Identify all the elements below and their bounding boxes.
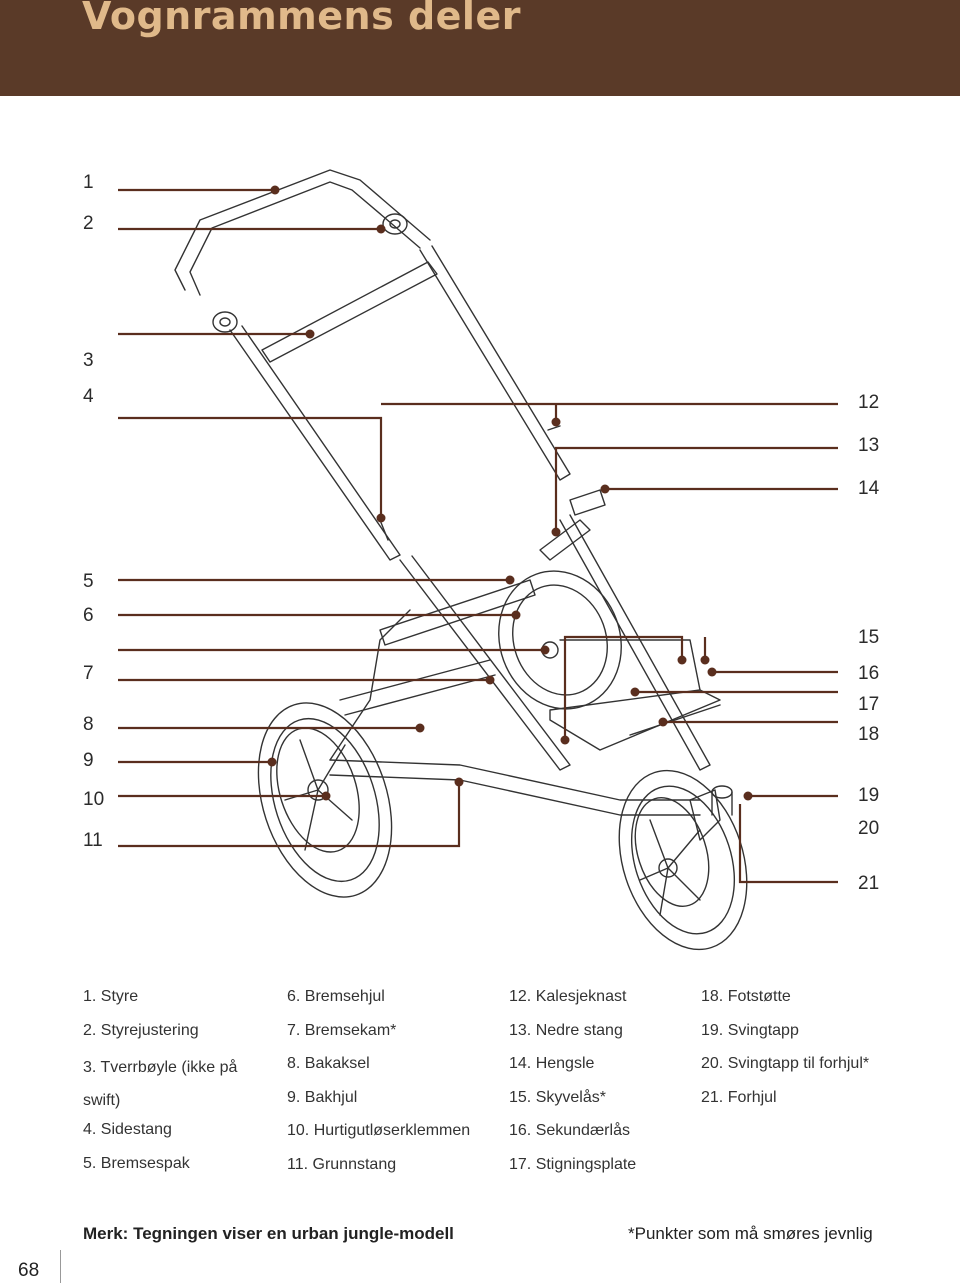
callout-2: 2 [83,213,94,234]
legend-item: 5. Bremsespak [83,1154,190,1172]
legend-item: 3. Tverrbøyle (ikke på swift) [83,1059,238,1110]
legend-item: 18. Fotstøtte [701,988,791,1005]
legend-item: 20. Svingtapp til forhjul* [701,1055,870,1073]
callout-13: 13 [858,435,880,456]
callout-17: 17 [858,694,880,715]
page-header: Vognrammens deler [0,0,960,96]
legend-item: 4. Sidestang [83,1121,172,1139]
legend-column-1: 1. Styre 2. Styrejustering 3. Tverrbøyle… [83,984,263,1184]
callout-10: 10 [83,789,105,810]
callout-18: 18 [858,724,880,745]
legend-item: 11. Grunnstang [287,1155,397,1173]
stroller-frame-diagram [118,169,838,951]
legend-item: 10. Hurtigutløserklemmen [287,1122,471,1140]
callout-11: 11 [83,830,103,851]
callout-9: 9 [83,750,94,771]
legend-item: 9. Bakhjul [287,1088,358,1106]
callout-1: 1 [83,172,94,193]
legend-item: 1. Styre [83,988,139,1005]
legend-item: 19. Svingtapp [701,1021,799,1039]
callout-6: 6 [83,605,94,626]
legend-item: 16. Sekundærlås [509,1122,630,1140]
callout-19: 19 [858,785,880,806]
legend-item: 8. Bakaksel [287,1055,370,1073]
legend-item: 6. Bremsehjul [287,988,385,1005]
callout-3: 3 [83,350,94,371]
legend-item: 15. Skyvelås* [509,1088,606,1106]
model-note: Merk: Tegningen viser en urban jungle-mo… [83,1224,454,1243]
legend-item: 12. Kalesjeknast [509,988,627,1005]
page-title: Vognrammens deler [82,0,521,38]
callout-8: 8 [83,714,94,735]
callout-7: 7 [83,663,94,684]
callout-21: 21 [858,873,880,894]
page-divider [60,1250,61,1283]
legend-column-2: 6. Bremsehjul 7. Bremsekam* 8. Bakaksel … [287,984,497,1186]
legend-column-3: 12. Kalesjeknast 13. Nedre stang 14. Hen… [509,984,689,1186]
legend-item: 13. Nedre stang [509,1021,623,1039]
handlebar-outline [174,169,431,291]
callout-14: 14 [858,478,880,499]
page-number: 68 [18,1260,40,1281]
callout-4: 4 [83,386,94,407]
legend-item: 7. Bremsekam* [287,1021,397,1039]
legend-item: 17. Stigningsplate [509,1155,637,1173]
callout-5: 5 [83,571,94,592]
callout-12: 12 [858,392,880,413]
lubrication-note: *Punkter som må smøres jevnlig [628,1224,873,1243]
callout-20: 20 [858,818,880,839]
legend-item: 14. Hengsle [509,1055,595,1073]
legend-column-4: 18. Fotstøtte 19. Svingtapp 20. Svingtap… [701,984,921,1118]
callout-16: 16 [858,663,880,684]
legend-item: 2. Styrejustering [83,1021,199,1039]
legend-item: 21. Forhjul [701,1088,777,1106]
callout-15: 15 [858,627,880,648]
footrest-outline [549,689,721,751]
